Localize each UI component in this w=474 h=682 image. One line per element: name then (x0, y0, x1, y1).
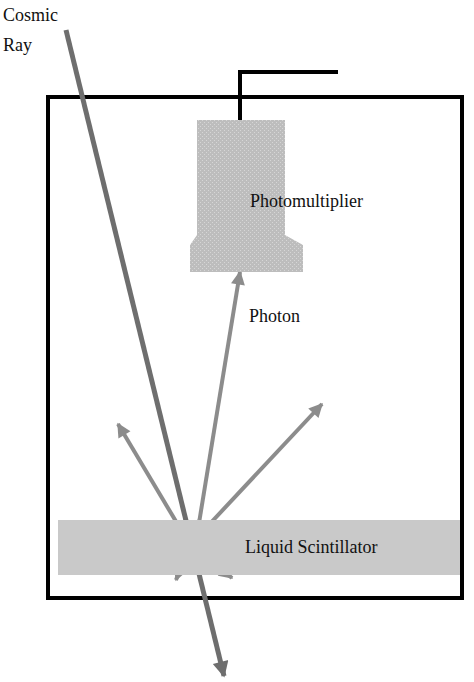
node-label: Photomultiplier (250, 190, 363, 212)
photomultiplier-tube: Photomultiplier (190, 120, 303, 272)
detector-housing (48, 97, 462, 598)
figure-label: Cosmic Ray (3, 0, 63, 60)
photon-ray (200, 272, 241, 520)
scintillator-liquid (58, 520, 460, 575)
signal-cable (240, 72, 338, 120)
scintillator-band: Liquid Scintillator (58, 520, 460, 575)
edge-label: Photon (247, 306, 302, 327)
node-label: Liquid Scintillator (245, 536, 378, 558)
